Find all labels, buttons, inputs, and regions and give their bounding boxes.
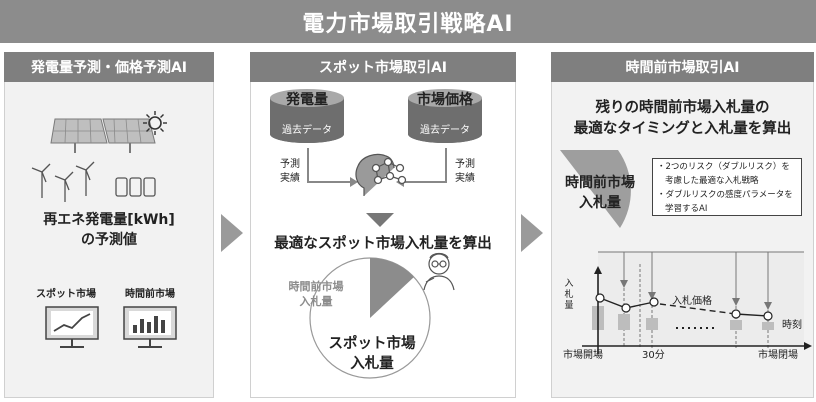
generation-database-icon bbox=[270, 89, 344, 143]
analyst-person-icon bbox=[423, 252, 455, 291]
pie-small-label-line1: 時間前市場 bbox=[288, 280, 344, 293]
sun-icon bbox=[143, 111, 167, 135]
bid-price-label: 入札価格 bbox=[672, 296, 712, 307]
bar-chart-monitor-icon bbox=[123, 306, 177, 348]
intraday-headline-line2: 最適なタイミングと入札量を算出 bbox=[573, 121, 792, 137]
x-label-market-close: 市場閉場 bbox=[758, 350, 798, 361]
right-note-actual: 実績 bbox=[455, 173, 475, 184]
forecast-line-2: の予測値 bbox=[81, 232, 137, 248]
right-note-forecast: 予測 bbox=[455, 159, 475, 170]
generation-db-sub: 過去データ bbox=[282, 125, 332, 136]
flow-arrow-2 bbox=[521, 214, 543, 252]
price-db-title: 市場価格 bbox=[417, 92, 473, 108]
pie-small-label: 時間前市場 入札量 bbox=[278, 279, 354, 309]
spot-market-label: スポット市場 bbox=[36, 289, 96, 300]
intraday-bid-wedge bbox=[560, 150, 631, 228]
intraday-headline-line1: 残りの時間前市場入札量の bbox=[595, 100, 770, 116]
forecast-line-1: 再エネ発電量[kWh] bbox=[43, 212, 175, 228]
time-axis-label: 時刻 bbox=[782, 320, 802, 331]
pie-main-label-line1: スポット市場 bbox=[328, 336, 416, 352]
line-chart-monitor-icon bbox=[45, 306, 99, 348]
y-axis-char-1: 入 bbox=[564, 279, 574, 289]
y-axis-char-2: 札 bbox=[564, 290, 574, 300]
page-title: 電力市場取引戦略AI bbox=[0, 0, 816, 43]
panel-spot-ai-header: スポット市場取引AI bbox=[250, 52, 516, 82]
ai-head-icon bbox=[355, 153, 407, 196]
pie-small-label-line2: 入札量 bbox=[299, 295, 333, 308]
battery-storage-icon bbox=[115, 177, 156, 197]
note-line-3: ・ダブルリスクの感度パラメータを bbox=[657, 190, 793, 200]
x-label-30min: 30分 bbox=[642, 350, 665, 361]
bid-timeline-chart bbox=[582, 251, 812, 354]
intraday-market-label: 時間前市場 bbox=[125, 289, 175, 300]
x-label-market-open: 市場開場 bbox=[563, 350, 603, 361]
forecast-value-label: 再エネ発電量[kWh] の予測値 bbox=[4, 210, 214, 250]
wedge-label-line2: 入札量 bbox=[579, 195, 621, 211]
note-line-2: 考慮した最適な入札戦略 bbox=[665, 176, 759, 186]
left-note-forecast: 予測 bbox=[280, 159, 300, 170]
left-note-actual: 実績 bbox=[280, 173, 300, 184]
note-line-4: 学習するAI bbox=[665, 204, 708, 214]
panel-intraday-ai-header: 時間前市場取引AI bbox=[551, 52, 814, 82]
wind-turbine-icon bbox=[31, 161, 95, 202]
right-note: 予測 実績 bbox=[455, 158, 475, 186]
pie-main-label: スポット市場 入札量 bbox=[318, 334, 426, 374]
price-database-icon bbox=[408, 89, 482, 143]
price-db-sub: 過去データ bbox=[420, 125, 470, 136]
wedge-label-line1: 時間前市場 bbox=[565, 175, 635, 191]
y-axis-char-3: 量 bbox=[564, 301, 574, 311]
flow-arrow-1 bbox=[221, 214, 243, 252]
left-note: 予測 実績 bbox=[280, 158, 300, 186]
wedge-label: 時間前市場 入札量 bbox=[559, 173, 641, 213]
pie-main-label-line2: 入札量 bbox=[350, 356, 394, 372]
intraday-headline: 残りの時間前市場入札量の 最適なタイミングと入札量を算出 bbox=[551, 98, 814, 140]
spot-headline: 最適なスポット市場入札量を算出 bbox=[274, 236, 492, 252]
down-arrow-icon bbox=[366, 213, 394, 227]
solar-panel-icon bbox=[50, 118, 156, 153]
panel-forecast-ai bbox=[4, 52, 214, 398]
strategy-note-box: ・2つのリスク（ダブルリスク）を 考慮した最適な入札戦略 ・ダブルリスクの感度パ… bbox=[652, 158, 802, 216]
generation-db-title: 発電量 bbox=[286, 92, 328, 108]
panel-forecast-ai-header: 発電量予測・価格予測AI bbox=[4, 52, 214, 82]
note-line-1: ・2つのリスク（ダブルリスク）を bbox=[657, 162, 790, 172]
spot-bid-pie-chart bbox=[309, 257, 431, 379]
y-axis-label: 入 札 量 bbox=[563, 279, 575, 312]
